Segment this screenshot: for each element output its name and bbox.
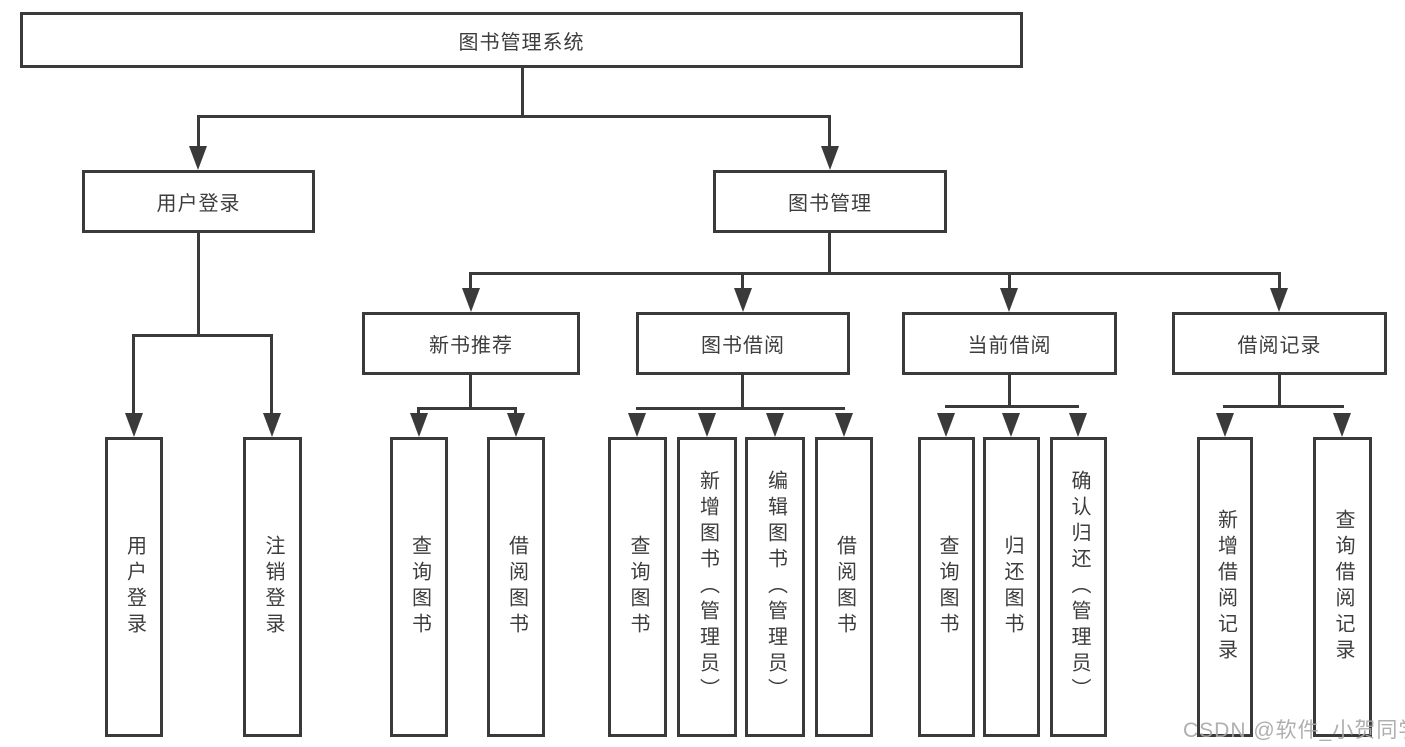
arrowhead-query-book-1-icon (410, 413, 428, 437)
leaf-return-book: 归还图书 (983, 437, 1040, 737)
arrowhead-new-book-rec-icon (462, 288, 480, 312)
leaf-add-book-label: 新增图书（管理员） (696, 470, 719, 704)
leaf-query-record: 查询借阅记录 (1313, 437, 1372, 737)
connector-book-borrow-bar (636, 407, 845, 410)
leaf-return-book-label: 归还图书 (1001, 535, 1023, 639)
leaf-add-book: 新增图书（管理员） (677, 437, 737, 737)
node-book-mgmt: 图书管理 (713, 170, 947, 233)
leaf-edit-book-label: 编辑图书（管理员） (764, 470, 787, 704)
connector-user-login-drop-2 (270, 334, 273, 416)
leaf-user-login: 用户登录 (105, 437, 163, 737)
leaf-confirm-return: 确认归还（管理员） (1050, 437, 1107, 737)
leaf-query-book-1: 查询图书 (390, 437, 448, 737)
arrowhead-return-book-icon (1002, 413, 1020, 437)
connector-book-mgmt-stem (828, 233, 831, 275)
arrowhead-leaf-logout-icon (263, 413, 281, 437)
leaf-query-book-3: 查询图书 (918, 437, 975, 737)
connector-root-bar (197, 115, 831, 118)
arrowhead-borrow-book-1-icon (507, 413, 525, 437)
leaf-query-book-2-label: 查询图书 (627, 535, 649, 639)
connector-l3-drop-4 (1278, 272, 1281, 292)
connector-current-borrow-bar (945, 405, 1079, 408)
connector-new-book-rec-drop-2 (514, 407, 517, 417)
node-current-borrow-label: 当前借阅 (967, 335, 1052, 357)
arrowhead-user-login-icon (189, 146, 207, 170)
connector-root-drop-right (828, 115, 831, 149)
arrowhead-confirm-return-icon (1069, 413, 1087, 437)
node-book-mgmt-label: 图书管理 (788, 193, 872, 215)
node-new-book-rec-label: 新书推荐 (429, 335, 513, 357)
node-book-borrow-label: 图书借阅 (701, 335, 785, 357)
node-user-login-label: 用户登录 (156, 193, 241, 215)
leaf-borrow-book-2-label: 借阅图书 (833, 535, 856, 639)
arrowhead-edit-book-icon (766, 413, 784, 437)
connector-l3-drop-3 (1008, 272, 1011, 292)
connector-user-login-drop-1 (132, 334, 135, 416)
connector-user-login-bar (132, 334, 273, 337)
leaf-confirm-return-label: 确认归还（管理员） (1068, 470, 1090, 704)
connector-current-borrow-stem (1008, 375, 1011, 408)
arrowhead-add-record-icon (1216, 413, 1234, 437)
connector-borrow-record-bar (1223, 405, 1344, 408)
arrowhead-query-book-3-icon (937, 413, 955, 437)
leaf-query-book-3-label: 查询图书 (936, 535, 958, 639)
arrowhead-borrow-record-icon (1270, 288, 1288, 312)
connector-new-book-rec-stem (469, 375, 472, 410)
connector-new-book-rec-bar (417, 407, 517, 410)
connector-borrow-record-stem (1278, 375, 1281, 408)
connector-book-borrow-stem (741, 375, 744, 410)
node-book-borrow: 图书借阅 (636, 312, 850, 375)
node-current-borrow: 当前借阅 (902, 312, 1117, 375)
leaf-user-login-label: 用户登录 (123, 535, 146, 639)
arrowhead-current-borrow-icon (1000, 288, 1018, 312)
leaf-edit-book: 编辑图书（管理员） (745, 437, 805, 737)
arrowhead-query-record-icon (1333, 413, 1351, 437)
arrowhead-book-borrow-icon (734, 288, 752, 312)
connector-root-stem (521, 68, 524, 117)
leaf-query-book-1-label: 查询图书 (408, 535, 431, 639)
connector-user-login-stem (197, 233, 200, 337)
connector-l3-drop-2 (741, 272, 744, 292)
leaf-query-record-label: 查询借阅记录 (1332, 509, 1354, 665)
arrowhead-leaf-user-login-icon (125, 413, 143, 437)
connector-l3-drop-1 (469, 272, 472, 292)
arrowhead-add-book-icon (698, 413, 716, 437)
node-borrow-record-label: 借阅记录 (1237, 335, 1322, 357)
node-root-label: 图书管理系统 (458, 31, 585, 54)
leaf-logout-label: 注销登录 (262, 535, 284, 639)
leaf-logout: 注销登录 (243, 437, 302, 737)
arrowhead-book-mgmt-icon (821, 146, 839, 170)
csdn-watermark: CSDN @软件_小贺同学 (1183, 719, 1405, 742)
leaf-query-book-2: 查询图书 (608, 437, 667, 737)
leaf-borrow-book-1: 借阅图书 (487, 437, 545, 737)
arrowhead-query-book-2-icon (628, 413, 646, 437)
node-new-book-rec: 新书推荐 (362, 312, 580, 375)
connector-new-book-rec-drop-1 (417, 407, 420, 417)
leaf-add-record: 新增借阅记录 (1197, 437, 1253, 737)
arrowhead-borrow-book-2-icon (835, 413, 853, 437)
connector-book-mgmt-bar (469, 272, 1280, 275)
leaf-borrow-book-1-label: 借阅图书 (505, 535, 528, 639)
connector-root-drop-left (197, 115, 200, 149)
node-user-login: 用户登录 (82, 170, 315, 233)
leaf-add-record-label: 新增借阅记录 (1214, 509, 1237, 665)
node-root: 图书管理系统 (20, 12, 1023, 68)
leaf-borrow-book-2: 借阅图书 (815, 437, 873, 737)
node-borrow-record: 借阅记录 (1172, 312, 1387, 375)
